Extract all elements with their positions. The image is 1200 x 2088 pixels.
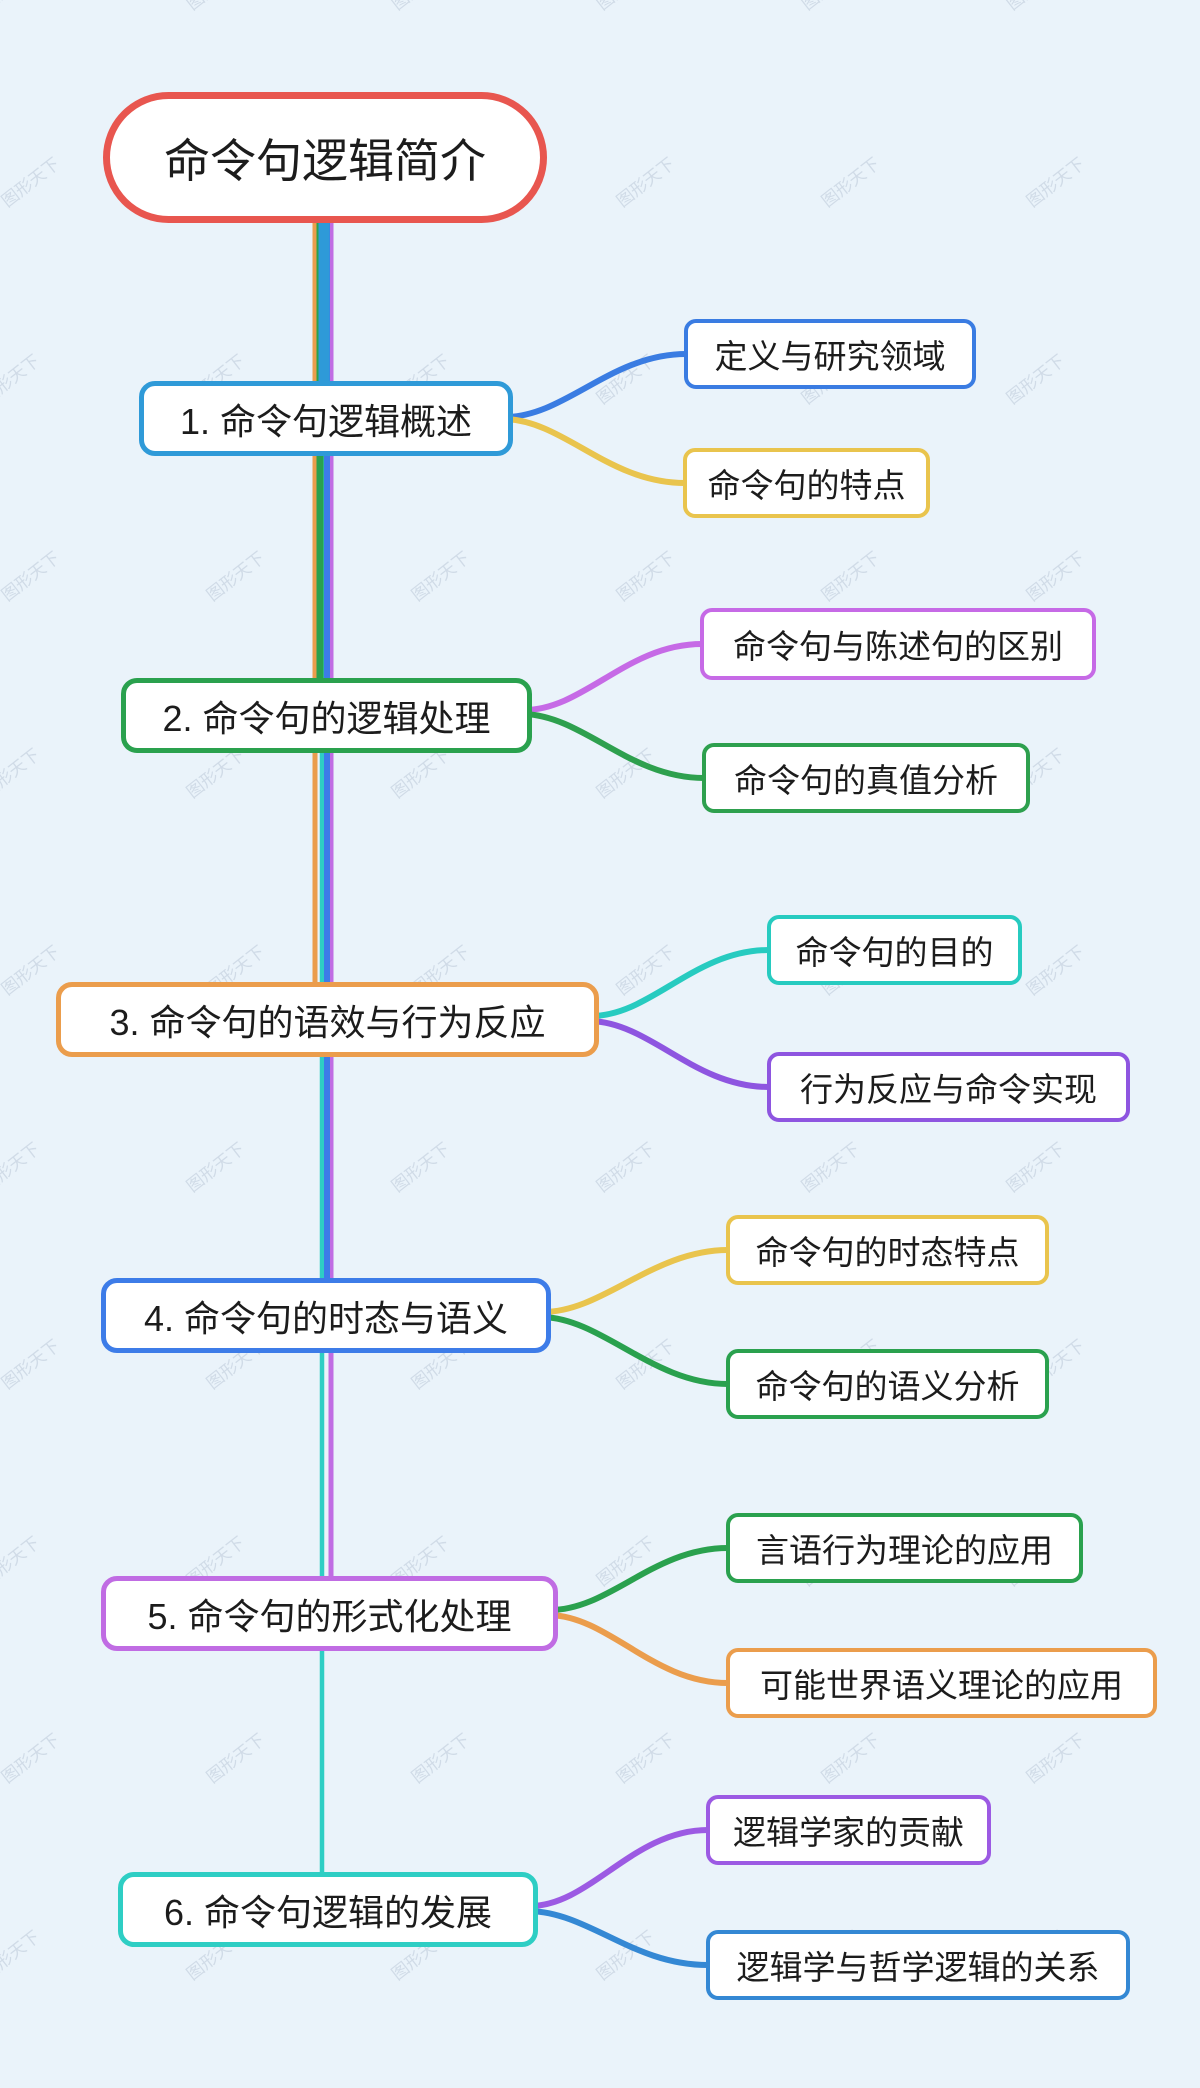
child-node-5-1-label: 言语行为理论的应用	[756, 1532, 1053, 1569]
child-node-3-2[interactable]: 行为反应与命令实现	[767, 1052, 1130, 1122]
child-node-2-1[interactable]: 命令句与陈述句的区别	[700, 608, 1096, 680]
branch-node-3-label: 3. 命令句的语效与行为反应	[109, 1001, 546, 1043]
connector-b4-c1	[540, 1247, 731, 1315]
branch-node-4-label: 4. 命令句的时态与语义	[143, 1297, 509, 1339]
child-node-5-2-label: 可能世界语义理论的应用	[760, 1667, 1123, 1704]
child-node-3-1-label: 命令句的目的	[795, 934, 994, 971]
connector-b5-c2	[547, 1612, 731, 1686]
connector-b5-c1	[547, 1545, 731, 1613]
connector-b3-c1	[588, 947, 772, 1019]
child-node-1-2[interactable]: 命令句的特点	[683, 448, 930, 518]
branch-node-3[interactable]: 3. 命令句的语效与行为反应	[56, 982, 599, 1057]
child-node-3-2-label: 行为反应与命令实现	[800, 1071, 1097, 1108]
child-node-2-2[interactable]: 命令句的真值分析	[702, 743, 1030, 813]
root-node-label: 命令句逻辑简介	[164, 134, 486, 187]
connector-b4-c2	[540, 1314, 731, 1387]
connector-b6-c2	[527, 1908, 711, 1968]
child-node-1-2-label: 命令句的特点	[707, 467, 906, 504]
branch-node-5-label: 5. 命令句的形式化处理	[147, 1595, 512, 1637]
child-node-5-2[interactable]: 可能世界语义理论的应用	[726, 1648, 1157, 1718]
child-node-4-1[interactable]: 命令句的时态特点	[726, 1215, 1049, 1285]
child-node-6-1[interactable]: 逻辑学家的贡献	[706, 1795, 991, 1865]
connector-b2-c1	[521, 641, 705, 713]
root-node[interactable]: 命令句逻辑简介	[103, 92, 547, 223]
child-node-2-2-label: 命令句的真值分析	[734, 762, 998, 799]
child-node-5-1[interactable]: 言语行为理论的应用	[726, 1513, 1083, 1583]
branch-node-2-label: 2. 命令句的逻辑处理	[162, 697, 491, 739]
child-node-4-1-label: 命令句的时态特点	[755, 1234, 1020, 1271]
branch-node-6-label: 6. 命令句逻辑的发展	[163, 1891, 493, 1933]
branch-node-2[interactable]: 2. 命令句的逻辑处理	[121, 678, 532, 753]
connector-b1-c1	[502, 351, 689, 420]
branch-node-6[interactable]: 6. 命令句逻辑的发展	[118, 1872, 538, 1947]
child-node-6-1-label: 逻辑学家的贡献	[733, 1814, 964, 1851]
branch-node-1-label: 1. 命令句逻辑概述	[179, 400, 473, 442]
branch-node-4[interactable]: 4. 命令句的时态与语义	[101, 1278, 551, 1353]
child-node-4-2-label: 命令句的语义分析	[755, 1368, 1020, 1405]
branch-node-5[interactable]: 5. 命令句的形式化处理	[101, 1576, 558, 1651]
branch-node-1[interactable]: 1. 命令句逻辑概述	[139, 381, 513, 456]
connector-b6-c1	[527, 1827, 711, 1909]
child-node-1-1[interactable]: 定义与研究领域	[684, 319, 976, 389]
child-node-2-1-label: 命令句与陈述句的区别	[733, 628, 1063, 665]
child-node-6-2-label: 逻辑学与哲学逻辑的关系	[736, 1949, 1100, 1986]
child-node-3-1[interactable]: 命令句的目的	[767, 915, 1022, 985]
child-node-6-2[interactable]: 逻辑学与哲学逻辑的关系	[706, 1930, 1130, 2000]
connector-b1-c2	[502, 416, 688, 486]
child-node-1-1-label: 定义与研究领域	[714, 338, 946, 375]
connector-b2-c2	[521, 711, 707, 781]
connector-b3-c2	[588, 1018, 772, 1090]
child-node-4-2[interactable]: 命令句的语义分析	[726, 1349, 1049, 1419]
